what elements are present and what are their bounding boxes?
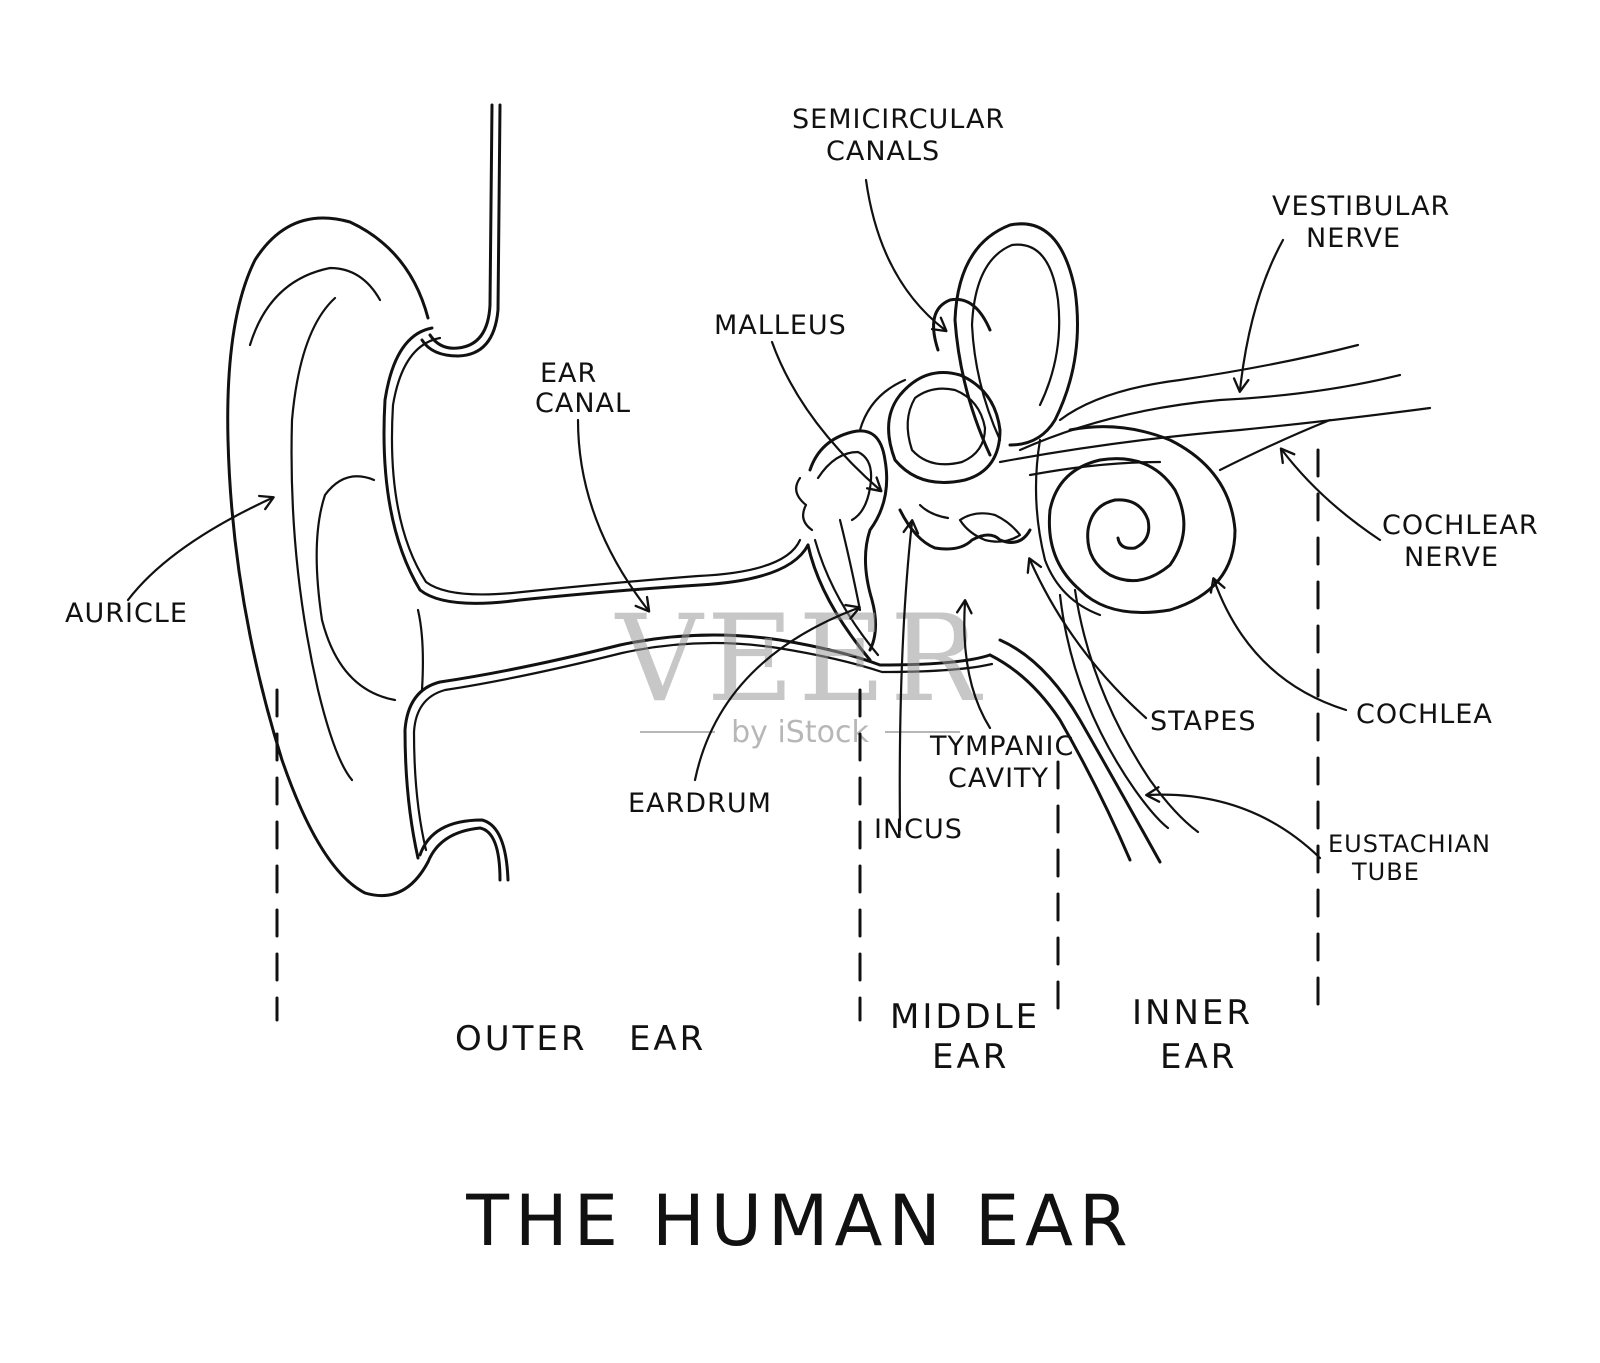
label-eustachian-1: EUSTACHIAN xyxy=(1328,830,1491,858)
section-dividers xyxy=(275,448,1320,1022)
label-eustachian-2: TUBE xyxy=(1351,858,1420,886)
label-eardrum: EARDRUM xyxy=(628,788,772,819)
arrow-eardrum xyxy=(693,603,861,782)
label-semicircular-1: SEMICIRCULAR xyxy=(792,104,1005,135)
label-ear-canal-2: CANAL xyxy=(535,388,631,419)
watermark-brand: VEER xyxy=(614,590,984,729)
section-inner-ear-2: EAR xyxy=(1160,1037,1237,1077)
arrow-incus xyxy=(898,519,920,832)
arrow-eustachian-tube xyxy=(1145,786,1322,860)
label-malleus: MALLEUS xyxy=(714,310,847,341)
nerves-shape xyxy=(998,343,1432,477)
label-cochlear-nerve-1: COCHLEAR xyxy=(1382,510,1539,541)
arrow-tympanic-cavity xyxy=(955,599,992,730)
label-vestibular-1: VESTIBULAR xyxy=(1272,191,1450,222)
arrow-semicircular-canals xyxy=(864,178,948,333)
label-ear-canal-1: EAR xyxy=(540,358,597,389)
label-semicircular-2: CANALS xyxy=(826,136,940,167)
label-incus: INCUS xyxy=(874,814,963,845)
arrow-vestibular-nerve xyxy=(1232,238,1285,393)
section-middle-ear-1: MIDDLE xyxy=(890,997,1040,1037)
label-cochlear-nerve-2: NERVE xyxy=(1404,542,1499,573)
label-auricle: AURICLE xyxy=(65,598,188,629)
labels: AURICLE EAR CANAL MALLEUS SEMICIRCULAR C… xyxy=(65,104,1539,886)
label-tympanic-2: CAVITY xyxy=(948,763,1049,794)
arrow-auricle xyxy=(126,494,275,602)
arrow-ear-canal xyxy=(576,418,651,613)
watermark-sub: by iStock xyxy=(731,715,869,750)
section-middle-ear-2: EAR xyxy=(932,1037,1009,1077)
label-stapes: STAPES xyxy=(1150,706,1257,737)
pointer-arrows xyxy=(126,178,1382,860)
arrow-cochlea xyxy=(1209,577,1348,712)
diagram-title: THE HUMAN EAR xyxy=(465,1180,1133,1262)
eustachian-tube-shape xyxy=(988,588,1200,864)
section-inner-ear-1: INNER xyxy=(1132,993,1253,1033)
label-vestibular-2: NERVE xyxy=(1306,223,1401,254)
watermark: VEER by iStock xyxy=(614,590,984,750)
cochlea-shape xyxy=(1034,425,1237,617)
arrow-malleus xyxy=(770,340,883,493)
auricle-shape xyxy=(226,103,510,898)
arrow-stapes xyxy=(1026,557,1148,720)
label-tympanic-1: TYMPANIC xyxy=(929,731,1074,762)
ossicles-shape xyxy=(795,429,1032,662)
section-labels: OUTER EAR MIDDLE EAR INNER EAR xyxy=(455,993,1253,1077)
semicircular-canals-shape xyxy=(858,222,1079,484)
ear-canal-shape xyxy=(382,326,994,860)
arrow-cochlear-nerve xyxy=(1279,447,1382,542)
label-cochlea: COCHLEA xyxy=(1356,699,1493,730)
section-outer-ear: OUTER EAR xyxy=(455,1019,706,1059)
